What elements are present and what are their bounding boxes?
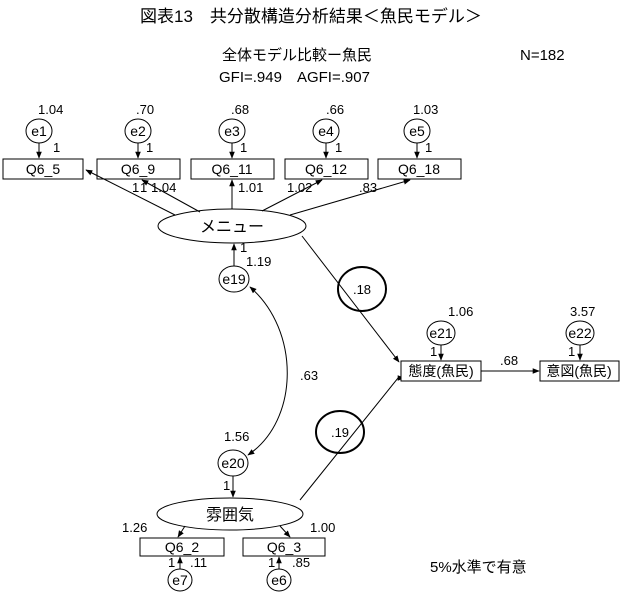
indicator-q6-3: Q6_3 [242, 537, 326, 557]
svg-text:e20: e20 [221, 455, 245, 471]
svg-text:e19: e19 [222, 271, 246, 287]
q6-5-loading: 1 [132, 180, 139, 195]
indicator-q6-12: Q6_12 [284, 158, 369, 180]
e4-path-label: 1 [335, 140, 342, 155]
svg-text:Q6_9: Q6_9 [121, 161, 155, 177]
e1-path-label: 1 [53, 140, 60, 155]
q6-9-fixed: 1 [140, 180, 147, 195]
path-atmosphere-attitude [299, 375, 405, 501]
q6-3-loading: 1.00 [310, 520, 335, 535]
svg-text:e2: e2 [130, 123, 146, 139]
e2-path-label: 1 [146, 140, 153, 155]
svg-text:e4: e4 [318, 123, 334, 139]
svg-text:e1: e1 [31, 123, 47, 139]
svg-text:Q6_18: Q6_18 [398, 161, 440, 177]
svg-text:Q6_12: Q6_12 [305, 161, 347, 177]
e1-variance: 1.04 [38, 102, 63, 117]
atmosphere-attitude-coef: .19 [331, 425, 349, 440]
model-subtitle: 全体モデル比較ー魚民 [222, 46, 372, 64]
observed-intention: 意図(魚民) [539, 360, 620, 382]
svg-text:Q6_5: Q6_5 [26, 161, 60, 177]
e19-path-label: 1 [240, 240, 247, 255]
error-e6: e6 [266, 568, 292, 592]
observed-attitude: 態度(魚民) [400, 360, 482, 382]
e20-path-label: 1 [223, 478, 230, 493]
svg-text:Q6_2: Q6_2 [165, 539, 199, 555]
e5-path-label: 1 [425, 140, 432, 155]
error-e19: e19 [218, 265, 250, 293]
svg-text:雰囲気: 雰囲気 [206, 506, 254, 524]
svg-text:Q6_3: Q6_3 [267, 539, 301, 555]
latent-menu: メニュー [157, 208, 307, 244]
q6-11-loading: 1.01 [238, 180, 263, 195]
diagram-title: 図表13 共分散構造分析結果＜魚民モデル＞ [140, 6, 482, 26]
q6-12-loading: 1.02 [287, 180, 312, 195]
error-e21: e21 [426, 320, 456, 346]
svg-text:e6: e6 [271, 572, 287, 588]
error-e20: e20 [217, 449, 249, 477]
e5-variance: 1.03 [413, 102, 438, 117]
svg-text:e3: e3 [224, 123, 240, 139]
e7-variance: .11 [190, 555, 207, 570]
e2-variance: .70 [136, 102, 154, 117]
fit-indices: GFI=.949 AGFI=.907 [219, 69, 370, 86]
svg-text:態度(魚民): 態度(魚民) [408, 363, 473, 379]
significance-note: 5%水準で有意 [430, 558, 527, 576]
e6-variance: .85 [292, 555, 310, 570]
error-e5: e5 [403, 118, 431, 144]
svg-text:e21: e21 [429, 325, 453, 341]
indicator-q6-5: Q6_5 [2, 158, 84, 180]
error-e2: e2 [124, 118, 152, 144]
error-e22: e22 [565, 320, 595, 346]
path-menu-attitude [301, 235, 400, 363]
svg-text:メニュー: メニュー [200, 219, 264, 236]
latent-atmosphere: 雰囲気 [156, 497, 304, 531]
significance-circle-menu [337, 266, 387, 312]
e3-variance: .68 [231, 102, 249, 117]
e7-path-label: 1 [168, 555, 175, 570]
covariance-label: .63 [300, 368, 318, 383]
svg-text:e22: e22 [568, 325, 592, 341]
menu-attitude-coef: .18 [353, 282, 371, 297]
e22-path-label: 1 [568, 344, 575, 359]
svg-text:意図(魚民): 意図(魚民) [546, 363, 611, 379]
error-e7: e7 [167, 568, 193, 592]
indicator-q6-18: Q6_18 [377, 158, 462, 180]
path-menu-q6-12 [261, 179, 323, 212]
e22-variance: 3.57 [570, 304, 595, 319]
e6-path-label: 1 [268, 555, 275, 570]
e3-path-label: 1 [240, 140, 247, 155]
path-atmosphere-q6-2 [177, 525, 186, 538]
e21-path-label: 1 [430, 344, 437, 359]
error-e4: e4 [312, 118, 340, 144]
significance-circle-atmosphere [315, 410, 365, 454]
path-atmosphere-q6-3 [279, 525, 291, 538]
path-menu-q6-5 [85, 169, 176, 216]
error-e3: e3 [218, 118, 246, 144]
e21-variance: 1.06 [448, 304, 473, 319]
e19-variance: 1.19 [246, 254, 271, 269]
svg-text:e5: e5 [409, 123, 425, 139]
sample-size: N=182 [520, 47, 565, 64]
q6-2-loading: 1.26 [122, 520, 147, 535]
error-e1: e1 [25, 118, 53, 144]
e4-variance: .66 [326, 102, 344, 117]
indicator-q6-11: Q6_11 [190, 158, 275, 180]
indicator-q6-9: Q6_9 [96, 158, 181, 180]
svg-text:Q6_11: Q6_11 [212, 161, 253, 177]
q6-18-loading: .83 [359, 180, 377, 195]
path-menu-q6-9 [141, 179, 201, 213]
e20-variance: 1.56 [224, 429, 249, 444]
covariance-e19-e20 [247, 286, 288, 456]
attitude-intention-coef: .68 [500, 353, 518, 368]
svg-text:e7: e7 [172, 572, 188, 588]
indicator-q6-2: Q6_2 [139, 537, 225, 557]
q6-9-loading: 1.04 [151, 180, 176, 195]
path-menu-q6-18 [289, 179, 411, 216]
